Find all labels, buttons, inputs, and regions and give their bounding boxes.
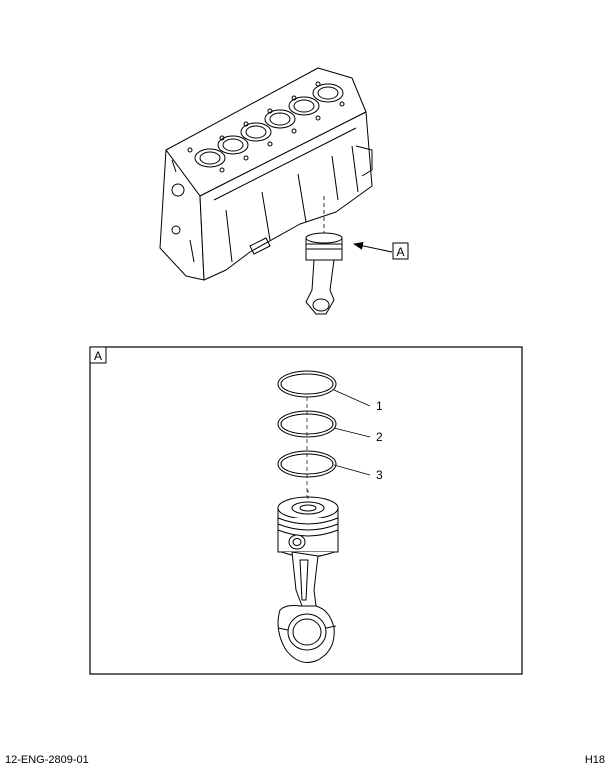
callout-1: 1 bbox=[376, 399, 383, 413]
piston-rod-large-illustration bbox=[277, 496, 339, 663]
detail-ref-label: A bbox=[396, 245, 404, 259]
piston-ring-1 bbox=[277, 370, 337, 398]
piston-rod-small-illustration bbox=[305, 232, 343, 315]
callout-2: 2 bbox=[376, 430, 383, 444]
detail-ref-box bbox=[392, 242, 409, 260]
page-code: H18 bbox=[584, 754, 605, 766]
detail-frame-label: A bbox=[94, 349, 102, 363]
engine-block-illustration bbox=[159, 67, 373, 281]
leader-line-2 bbox=[333, 427, 371, 438]
callout-3: 3 bbox=[376, 468, 383, 482]
detail-pointer-arrow bbox=[353, 241, 393, 253]
detail-frame-label-box bbox=[89, 346, 107, 364]
leader-line-3 bbox=[333, 464, 371, 476]
figure-id: 12-ENG-2809-01 bbox=[5, 754, 89, 766]
detail-frame bbox=[89, 346, 523, 675]
leader-line-1 bbox=[333, 389, 371, 407]
